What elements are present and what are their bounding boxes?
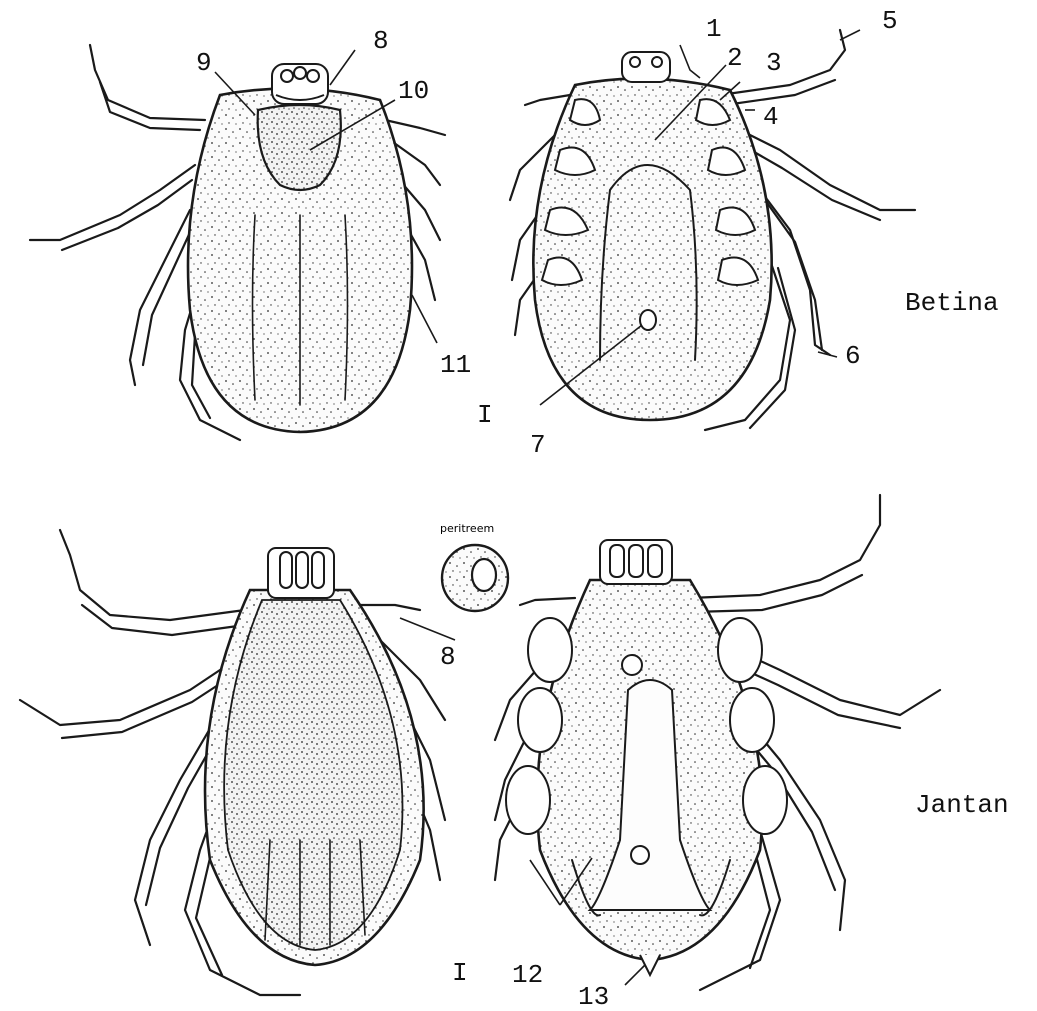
label-9: 9 [196,48,212,78]
peritreme-label: peritreem [440,522,494,535]
male-genital-aperture [622,655,642,675]
female-dorsal-view [30,45,445,440]
female-ventral-body [533,79,771,420]
label-10: 10 [398,76,429,106]
female-capitulum [272,64,328,104]
label-5: 5 [882,6,898,36]
scale-mark-female: I [477,400,493,430]
label-4: 4 [763,102,779,132]
label-13: 13 [578,982,609,1011]
scale-mark-male: I [452,958,468,988]
label-6: 6 [845,341,861,371]
label-8-female: 8 [373,26,389,56]
male-anus [631,846,649,864]
male-dorsal-view [20,530,445,995]
label-betina: Betina [905,288,999,318]
male-dorsal-capitulum [268,548,334,598]
label-2: 2 [727,43,743,73]
label-1: 1 [706,14,722,44]
male-caudal-process [640,955,660,975]
label-11: 11 [440,350,471,380]
label-7: 7 [530,430,546,460]
female-anus [640,310,656,330]
male-ventral-view [495,495,940,990]
male-ventral-capitulum [600,540,672,584]
female-ventral-capitulum [622,52,670,82]
label-8-male: 8 [440,642,456,672]
label-3: 3 [766,48,782,78]
peritreme-inset: peritreem [440,522,508,611]
label-jantan: Jantan [915,790,1009,820]
label-12: 12 [512,960,543,990]
